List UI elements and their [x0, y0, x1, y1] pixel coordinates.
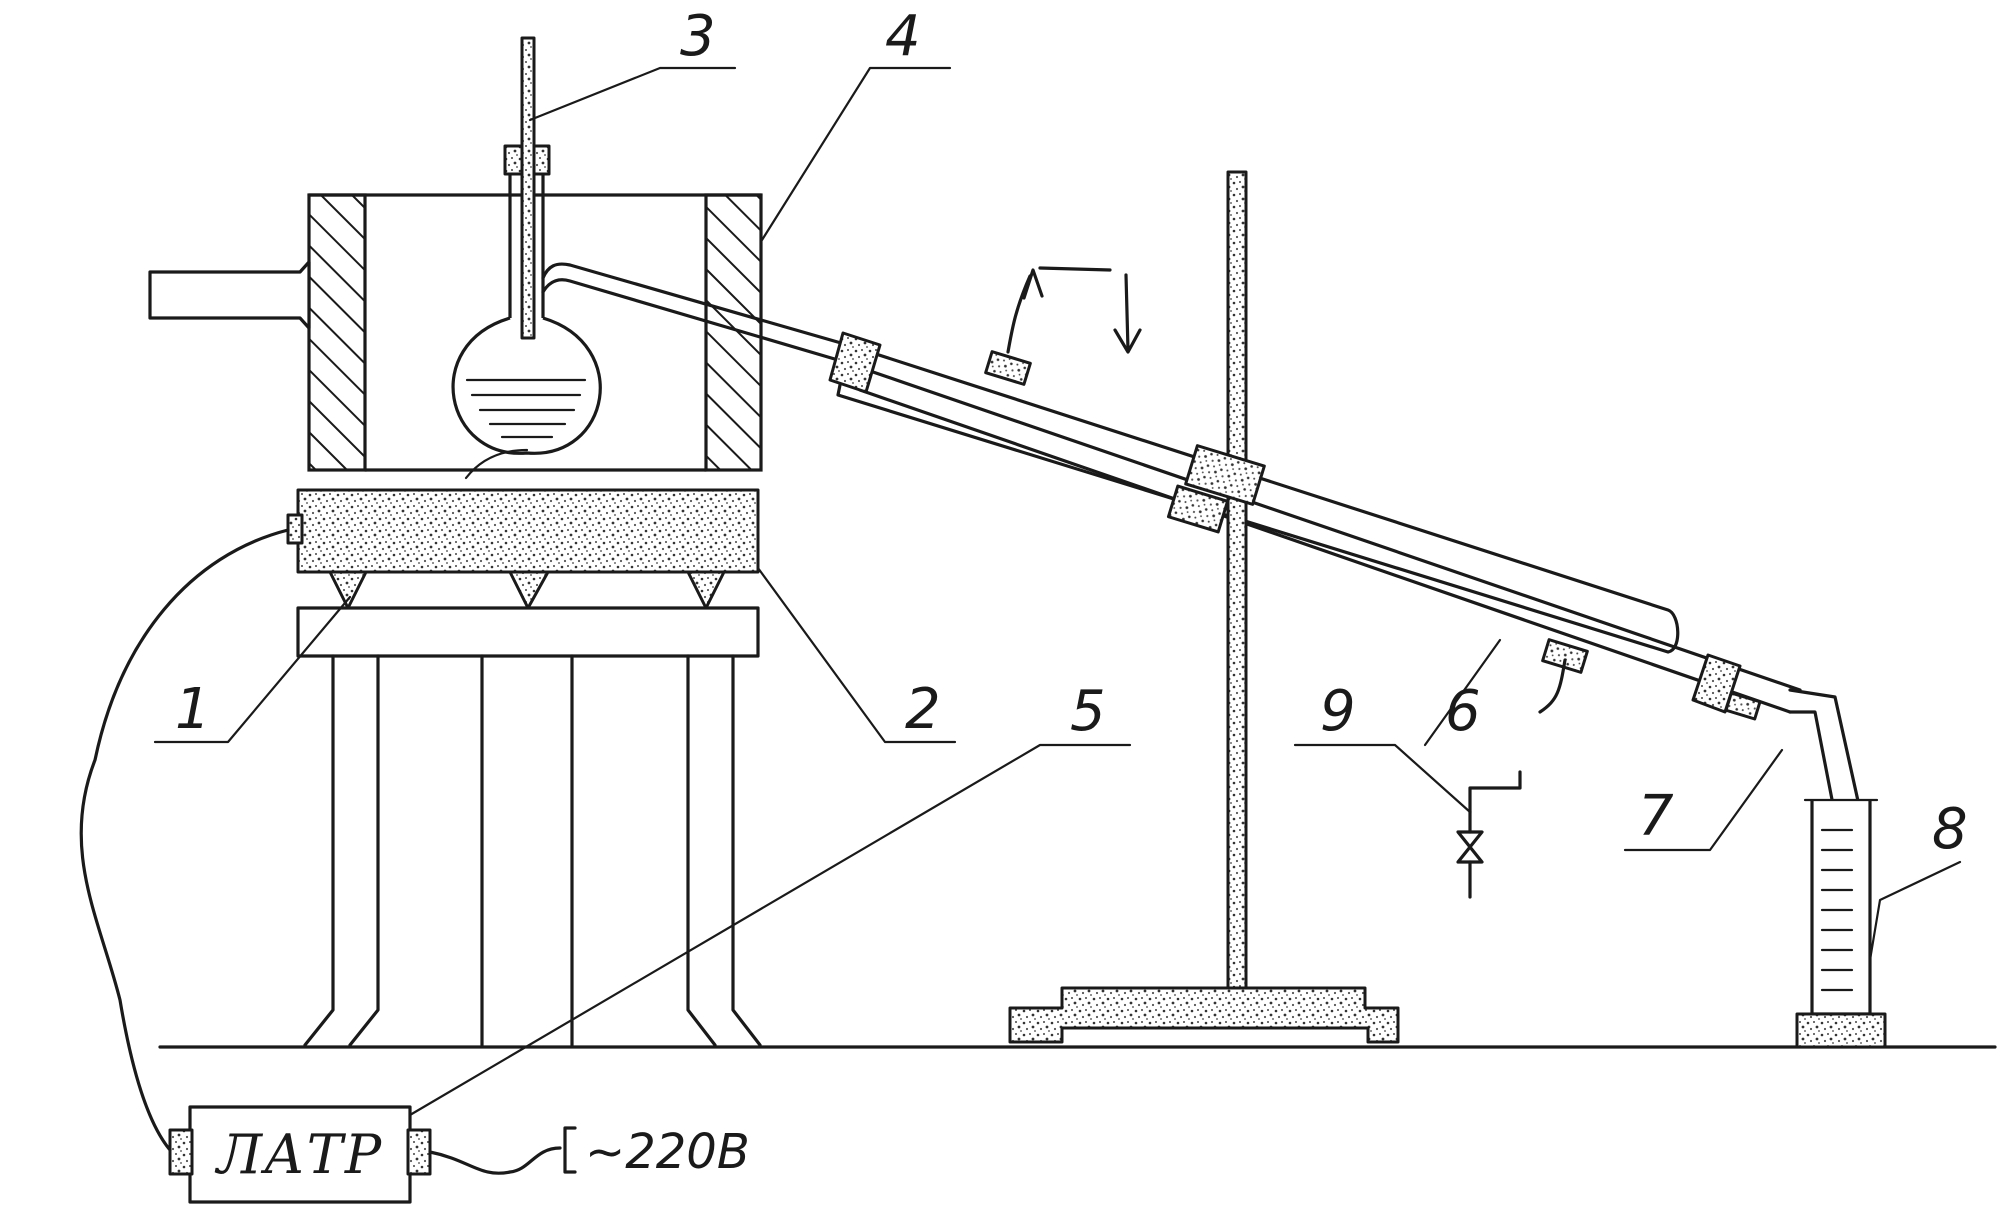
- condenser-clamp: [1184, 444, 1266, 506]
- label-6: 6: [1445, 679, 1481, 744]
- distillation-flask: [451, 36, 850, 455]
- flask-bulb: [451, 316, 602, 455]
- water-out-arrow: [1006, 274, 1032, 354]
- power-supply-label: ~220В: [585, 1124, 750, 1180]
- adapter: [1724, 688, 1862, 817]
- heater-cable: [79, 528, 290, 1152]
- table-leg: [731, 654, 762, 1047]
- voltage-regulator: ЛАТР ~220В: [79, 528, 750, 1204]
- leader-lines: [153, 66, 1962, 1117]
- water-in-arrow: [1124, 273, 1130, 352]
- vessel: [148, 193, 763, 472]
- regulator-name: ЛАТР: [214, 1123, 383, 1186]
- number-labels: 3 4 1 2 5 9 6 7 8: [175, 4, 1968, 862]
- cylinder-body: [1810, 800, 1872, 1016]
- vessel-wall-right: [704, 193, 763, 472]
- side-outlet: [148, 260, 311, 330]
- label-1: 1: [175, 677, 211, 742]
- power-plug: [563, 1126, 577, 1174]
- label-2: 2: [905, 677, 941, 742]
- thermometer: [520, 36, 536, 340]
- vessel-wall-left: [307, 193, 367, 472]
- table-leg: [348, 654, 380, 1047]
- label-3: 3: [680, 4, 716, 69]
- stand-rod: [1226, 170, 1248, 996]
- cylinder-base: [1795, 1012, 1887, 1049]
- table-leg: [303, 654, 335, 1047]
- heater-block: [296, 488, 760, 574]
- label-4: 4: [885, 4, 921, 69]
- label-7: 7: [1638, 784, 1674, 849]
- heater: [286, 488, 760, 610]
- condenser: [828, 266, 1802, 714]
- table: [296, 606, 762, 1047]
- heater-terminal: [286, 513, 304, 545]
- table-top: [296, 606, 760, 658]
- graduated-cylinder: [1795, 798, 1887, 1049]
- valve: [1456, 770, 1522, 899]
- stand-base: [1008, 986, 1400, 1044]
- lab-stand: [1008, 170, 1400, 1044]
- label-8: 8: [1932, 797, 1968, 862]
- label-9: 9: [1320, 679, 1356, 744]
- label-5: 5: [1070, 679, 1106, 744]
- table-leg: [686, 654, 717, 1047]
